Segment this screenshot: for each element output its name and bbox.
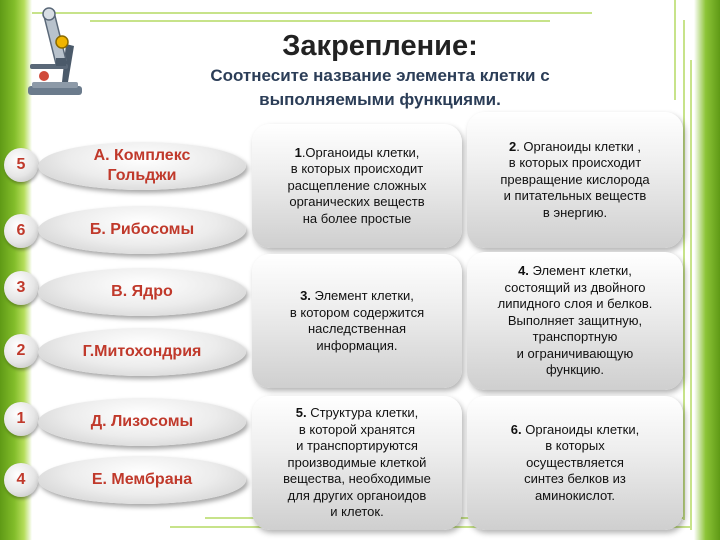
answer-number-e: 1 [4, 402, 38, 436]
function-text: Органоиды клетки, в которых осуществляет… [524, 421, 640, 503]
answer-number-b: 6 [4, 214, 38, 248]
subtitle-line: Соотнесите название элемента клетки с [210, 66, 550, 85]
function-card-4[interactable]: 4. Элемент клетки, состоящий из двойного… [467, 252, 683, 390]
function-text: Структура клетки, в которой хранятся и т… [283, 405, 431, 520]
right-deco-vertical-3 [674, 0, 676, 100]
function-card-1[interactable]: 1.Органоиды клетки, в которых происходит… [252, 124, 462, 248]
term-nucleus[interactable]: В. Ядро [38, 268, 246, 316]
term-label: Г.Митохондрия [82, 343, 202, 360]
right-deco-vertical-2 [690, 60, 692, 530]
term-membrane[interactable]: Е. Мембрана [38, 456, 246, 504]
function-number: 3. [300, 288, 311, 303]
function-text: Элемент клетки, в котором содержится нас… [289, 288, 425, 353]
microscope-icon [28, 7, 82, 95]
term-lysosomes[interactable]: Д. Лизосомы [38, 398, 246, 446]
right-deco-vertical [683, 20, 685, 520]
term-ribosomes[interactable]: Б. Рибосомы [38, 206, 246, 254]
function-number: 2 [508, 138, 517, 154]
function-card-2[interactable]: 2. Органоиды клетки , в которых происход… [467, 112, 683, 248]
function-card-6[interactable]: 6. Органоиды клетки, в которых осуществл… [467, 396, 683, 530]
term-label: А. Комплекс Гольджи [93, 147, 191, 184]
function-number: 5. [295, 405, 307, 421]
term-label: В. Ядро [111, 283, 173, 300]
right-green-strip [694, 0, 720, 540]
function-text: Элемент клетки, состоящий из двойного ли… [497, 263, 653, 378]
page-title: Закрепление: [282, 30, 478, 62]
top-deco-line-2 [90, 20, 550, 22]
top-deco-line [32, 12, 592, 14]
term-golgi[interactable]: А. Комплекс Гольджи [38, 142, 246, 190]
left-green-strip [0, 0, 32, 540]
answer-number-d: 2 [4, 334, 38, 368]
term-label: Б. Рибосомы [89, 221, 195, 238]
function-text: .Органоиды клетки, в которых происходит … [287, 144, 427, 226]
subtitle: Соотнесите название элемента клетки с вы… [150, 64, 610, 112]
answer-number-a: 5 [4, 148, 38, 182]
answer-number-f: 4 [4, 463, 38, 497]
function-number: 6. [510, 421, 522, 437]
function-card-3[interactable]: 3. Элемент клетки, в котором содержится … [252, 254, 462, 388]
answer-number-c: 3 [4, 271, 38, 305]
subtitle-line: выполняемыми функциями. [259, 90, 501, 109]
term-label: Д. Лизосомы [90, 413, 194, 430]
term-mitochondria[interactable]: Г.Митохондрия [38, 328, 246, 376]
function-text: . Органоиды клетки , в которых происходи… [500, 138, 650, 220]
function-number: 1 [294, 144, 302, 160]
function-number: 4. [518, 263, 529, 279]
term-label: Е. Мембрана [91, 471, 193, 488]
function-card-5[interactable]: 5. Структура клетки, в которой хранятся … [252, 396, 462, 530]
